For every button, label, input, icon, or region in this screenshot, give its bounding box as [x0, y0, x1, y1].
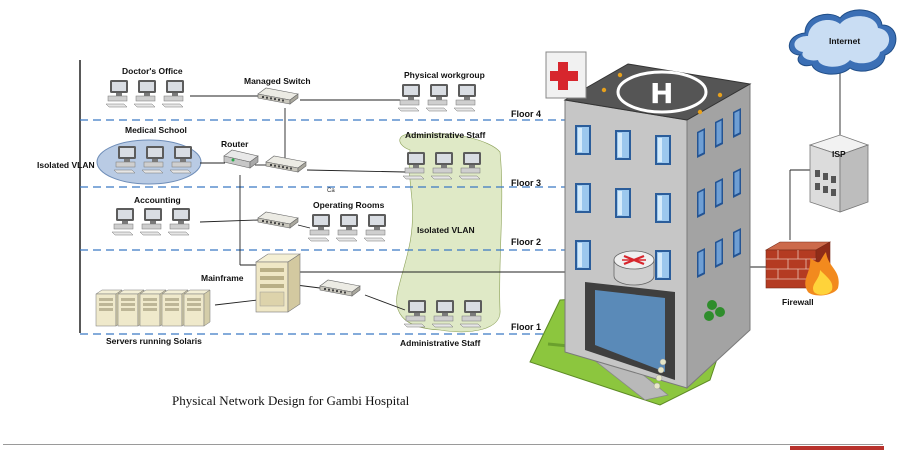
small-mark-label: Ca	[327, 188, 335, 194]
isolated-vlan-center-label: Isolated VLAN	[417, 225, 475, 235]
isp-label: ISP	[832, 149, 846, 159]
medical-school-label: Medical School	[125, 125, 187, 135]
mainframe-icon	[255, 253, 301, 313]
accounting-label: Accounting	[134, 195, 181, 205]
hospital-building-icon: H	[529, 51, 752, 406]
mainframe-label: Mainframe	[201, 273, 244, 283]
footer-rule	[3, 444, 883, 445]
doctors-office-label: Doctor's Office	[122, 66, 183, 76]
operating-rooms-workstations	[307, 213, 387, 242]
accounting-workstations	[111, 207, 191, 236]
managed-switch-icon	[257, 87, 299, 105]
floor3-label: Floor 3	[511, 178, 541, 188]
firewall-icon	[764, 241, 839, 296]
isolated-vlan-left-label: Isolated VLAN	[37, 160, 95, 170]
operating-rooms-label: Operating Rooms	[313, 200, 385, 210]
footer-accent-bar	[790, 446, 884, 450]
servers-label: Servers running Solaris	[106, 336, 202, 346]
isp-building-icon	[808, 134, 870, 213]
isolated-vlan-region	[396, 133, 503, 333]
managed-switch-label: Managed Switch	[244, 76, 311, 86]
router-icon	[223, 149, 259, 169]
doctors-office-workstations	[105, 79, 185, 108]
admin-staff-bottom-label: Administrative Staff	[400, 338, 480, 348]
floor4-label: Floor 4	[511, 109, 541, 119]
svg-text:H: H	[650, 77, 673, 110]
internet-label: Internet	[829, 36, 860, 46]
switch-floor1-icon	[319, 279, 361, 297]
switch-floor2-icon	[257, 211, 299, 229]
switch-floor3-icon	[265, 155, 307, 173]
firewall-label: Firewall	[782, 297, 814, 307]
router-label: Router	[221, 139, 249, 149]
diagram-caption: Physical Network Design for Gambi Hospit…	[172, 393, 410, 408]
physical-workgroup-label: Physical workgroup	[404, 70, 485, 80]
solaris-servers	[95, 289, 211, 327]
physical-workgroup-workstations	[397, 83, 477, 112]
floor2-label: Floor 2	[511, 237, 541, 247]
core-router-icon	[613, 250, 655, 286]
floor1-label: Floor 1	[511, 322, 541, 332]
internet-cloud-icon	[788, 9, 897, 75]
admin-staff-top-label: Administrative Staff	[405, 130, 485, 140]
